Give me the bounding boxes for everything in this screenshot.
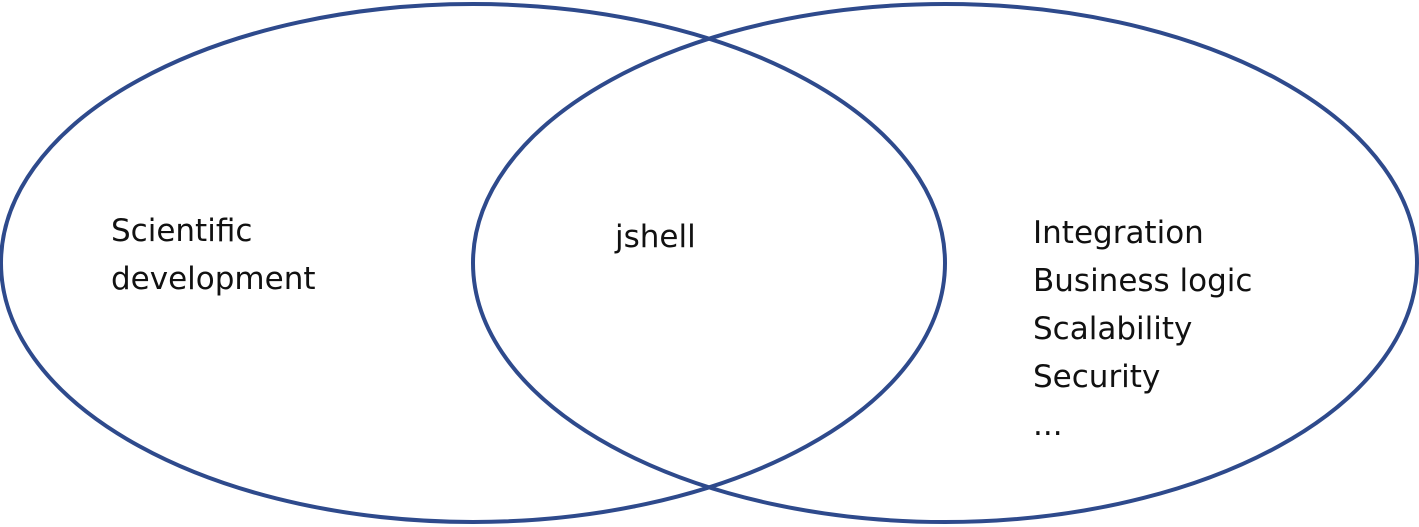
right-set-line: Scalability (1033, 311, 1193, 347)
right-set-label: Integration Business logic Scalability S… (1033, 209, 1252, 449)
intersection-label: jshell (615, 213, 696, 261)
right-set-line: Integration (1033, 215, 1204, 251)
left-set-line: development (111, 261, 316, 297)
right-set-line: Business logic (1033, 263, 1253, 299)
left-set-label: Scientific development (111, 207, 316, 303)
right-set-line: ... (1033, 407, 1063, 443)
left-set-line: Scientific (111, 213, 253, 249)
right-set-line: Security (1033, 359, 1161, 395)
right-set-ellipse (471, 2, 1419, 524)
left-set-ellipse (0, 2, 947, 524)
intersection-line: jshell (615, 219, 696, 255)
